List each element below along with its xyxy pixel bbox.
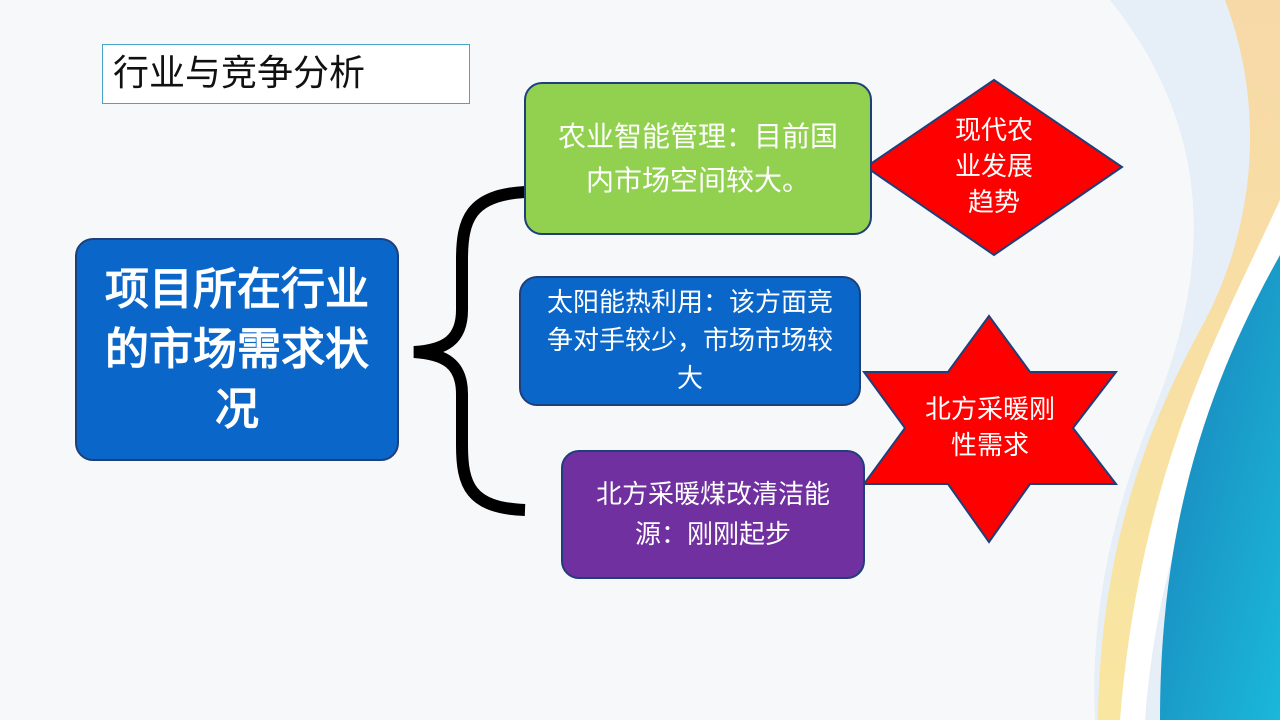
branch-box-solar: 太阳能热利用：该方面竞争对手较少，市场市场较大 [519,276,861,406]
branch-box-agriculture: 农业智能管理：目前国内市场空间较大。 [524,82,872,235]
diamond-shape [864,78,1124,257]
branch-text: 农业智能管理：目前国内市场空间较大。 [557,119,838,197]
branch-text: 太阳能热利用：该方面竞争对手较少，市场市场较大 [546,288,833,394]
branch-text: 北方采暖煤改清洁能源：刚刚起步 [595,479,830,550]
main-topic-box: 项目所在行业的市场需求状况 [75,238,399,461]
branch-box-heating: 北方采暖煤改清洁能源：刚刚起步 [561,450,865,579]
curly-brace-icon [413,186,526,516]
main-topic-text: 项目所在行业的市场需求状况 [105,263,369,435]
star-callout-text: 北方采暖刚性需求 [924,395,1055,461]
diamond-callout-text: 现代农业发展趋势 [954,116,1033,218]
star-shape [862,314,1119,544]
slide-title: 行业与竞争分析 [102,44,470,104]
